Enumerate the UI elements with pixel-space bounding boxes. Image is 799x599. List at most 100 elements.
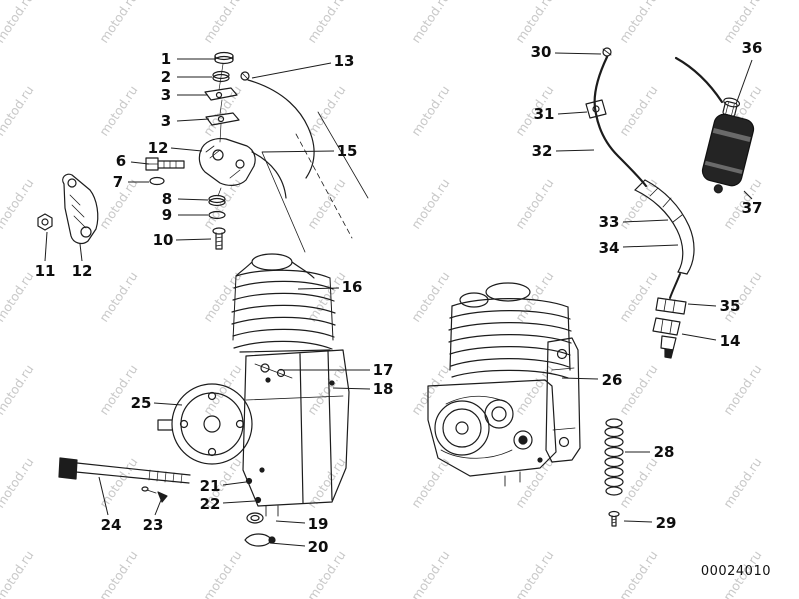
leader-line-3 <box>176 118 210 122</box>
callout-26: 26 <box>602 371 623 389</box>
watermark-text: motod.ru <box>616 548 661 599</box>
watermark-text: motod.ru <box>96 269 141 325</box>
watermark-text: motod.ru <box>304 0 349 46</box>
callout-12: 12 <box>72 262 93 280</box>
leader-line-35 <box>687 303 717 307</box>
long-bolt-group <box>58 457 191 503</box>
watermark-text: motod.ru <box>408 455 453 511</box>
callout-leader-lines <box>44 52 753 547</box>
callout-13: 13 <box>334 52 355 70</box>
leader-line-11 <box>44 231 48 262</box>
watermark-text: motod.ru <box>512 176 557 232</box>
right-engine-group <box>427 282 581 487</box>
small-screw-group <box>608 510 620 527</box>
watermark-text: motod.ru <box>200 269 245 325</box>
callout-11: 11 <box>35 262 56 280</box>
clamps-group <box>244 512 276 547</box>
watermark-text: motod.ru <box>616 269 661 325</box>
watermark-text: motod.ru <box>408 548 453 599</box>
callout-20: 20 <box>308 538 329 556</box>
watermark-text: motod.ru <box>720 455 765 511</box>
callout-8: 8 <box>162 190 172 208</box>
leader-line-19 <box>275 520 306 524</box>
callout-1: 1 <box>161 50 171 68</box>
callout-18: 18 <box>373 380 394 398</box>
watermark-text: motod.ru <box>200 0 245 46</box>
watermark-text: motod.ru <box>200 362 245 418</box>
callout-31: 31 <box>534 105 555 123</box>
callout-21: 21 <box>200 477 221 495</box>
callout-3: 3 <box>161 112 171 130</box>
watermark-text: motod.ru <box>96 455 141 511</box>
watermark-text: motod.ru <box>96 83 141 139</box>
callout-15: 15 <box>337 142 358 160</box>
ignition-coil-group <box>674 56 755 194</box>
front-cover-group <box>157 349 350 517</box>
callout-7: 7 <box>113 173 123 191</box>
leader-line-6 <box>130 161 150 165</box>
leader-line-30 <box>554 52 602 55</box>
watermark-text: motod.ru <box>0 455 37 511</box>
leader-line-14 <box>681 333 717 341</box>
callout-25: 25 <box>131 394 152 412</box>
watermark-text: motod.ru <box>0 176 37 232</box>
callout-10: 10 <box>153 231 174 249</box>
watermark-text: motod.ru <box>408 269 453 325</box>
callout-16: 16 <box>342 278 363 296</box>
callout-30: 30 <box>531 43 552 61</box>
leader-line-10 <box>175 238 212 241</box>
callout-2: 2 <box>161 68 171 86</box>
callout-35: 35 <box>720 297 741 315</box>
callout-9: 9 <box>162 206 172 224</box>
watermark-text: motod.ru <box>408 83 453 139</box>
callout-34: 34 <box>599 239 620 257</box>
watermark-text: motod.ru <box>616 83 661 139</box>
callout-36: 36 <box>742 39 763 57</box>
parts-artwork <box>37 47 755 547</box>
watermark-text: motod.ru <box>408 0 453 46</box>
leader-line-22 <box>222 500 256 504</box>
watermark-text: motod.ru <box>720 362 765 418</box>
hardware-stack-group <box>204 51 315 179</box>
callout-23: 23 <box>143 516 164 534</box>
leader-line-33 <box>622 219 669 223</box>
watermark-text: motod.ru <box>512 269 557 325</box>
mounting-bracket-group <box>198 137 256 197</box>
callout-29: 29 <box>656 514 677 532</box>
leader-line-12 <box>79 243 83 262</box>
leader-line-21 <box>222 481 247 486</box>
leader-line-26 <box>561 377 599 380</box>
leader-line-32 <box>555 149 595 152</box>
watermark-text: motod.ru <box>616 0 661 46</box>
callout-33: 33 <box>599 213 620 231</box>
watermark-text: motod.ru <box>0 362 37 418</box>
leader-line-16 <box>297 287 340 290</box>
spring-group <box>604 418 624 496</box>
callout-14: 14 <box>720 332 741 350</box>
watermark-text: motod.ru <box>96 0 141 46</box>
leader-line-29 <box>623 520 653 523</box>
watermark-text: motod.ru <box>200 548 245 599</box>
leader-line-15 <box>261 150 335 153</box>
leader-line-13 <box>251 62 332 79</box>
callout-24: 24 <box>101 516 122 534</box>
spark-cable-group <box>585 47 695 359</box>
watermark-text: motod.ru <box>408 362 453 418</box>
watermark-text: motod.ru <box>0 269 37 325</box>
leader-line-24 <box>98 476 109 516</box>
watermark-text: motod.ru <box>0 0 37 46</box>
watermark-text: motod.ru <box>616 362 661 418</box>
watermark-text: motod.ru <box>0 548 37 599</box>
callout-17: 17 <box>373 361 394 379</box>
leader-line-34 <box>622 244 679 248</box>
leader-line-20 <box>269 542 306 547</box>
callout-19: 19 <box>308 515 329 533</box>
callout-22: 22 <box>200 495 221 513</box>
watermark-text: motod.ru <box>512 548 557 599</box>
leader-line-23 <box>154 499 162 516</box>
callout-3: 3 <box>161 86 171 104</box>
leader-line-37 <box>743 190 753 200</box>
